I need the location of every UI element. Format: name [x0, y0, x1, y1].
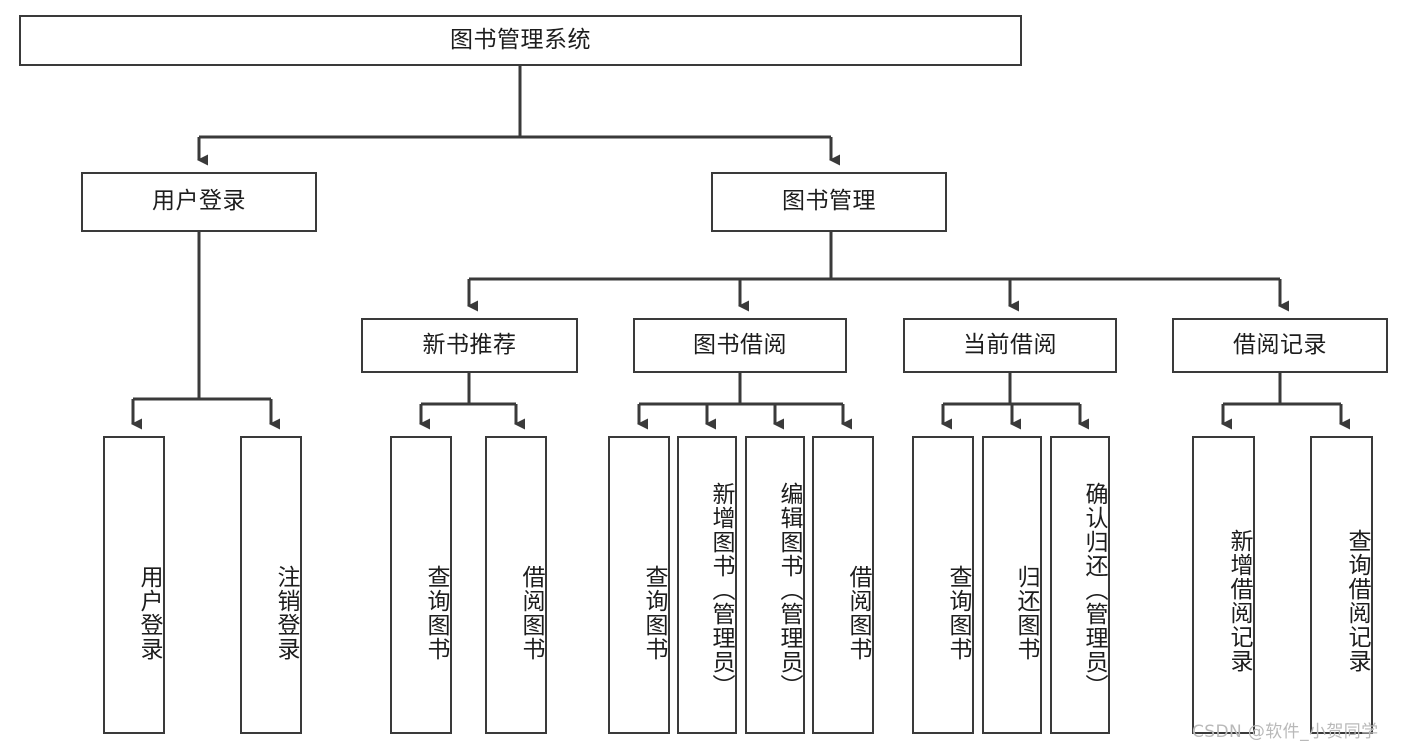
node-label: 查询图书 — [945, 565, 971, 661]
node-label: 借阅图书 — [518, 565, 544, 661]
node-label: 图书管理 — [782, 188, 876, 215]
node-user-login[interactable]: 用户登录 — [81, 172, 317, 232]
leaf-current-borrow-query-book[interactable]: 查询图书 — [912, 436, 974, 734]
node-new-book-recommend[interactable]: 新书推荐 — [361, 318, 578, 373]
node-label: 借阅记录 — [1233, 331, 1327, 358]
node-label: 新增借阅记录 — [1226, 529, 1252, 673]
node-label: 确认归还（管理员） — [1081, 482, 1107, 698]
node-book-borrow[interactable]: 图书借阅 — [633, 318, 847, 373]
leaf-new-book-borrow-book[interactable]: 借阅图书 — [485, 436, 547, 734]
leaf-borrow-record-add-record[interactable]: 新增借阅记录 — [1192, 436, 1255, 734]
node-label: 新书推荐 — [422, 331, 517, 358]
node-current-borrow[interactable]: 当前借阅 — [903, 318, 1117, 373]
node-label: 图书管理系统 — [450, 26, 591, 53]
node-label: 注销登录 — [273, 565, 299, 661]
node-label: 查询图书 — [641, 565, 667, 661]
node-label: 归还图书 — [1013, 565, 1039, 661]
node-label: 查询图书 — [423, 565, 449, 661]
node-label: 编辑图书（管理员） — [776, 482, 802, 698]
csdn-watermark: CSDN @软件_小贺同学 — [1192, 722, 1379, 742]
node-label: 用户登录 — [152, 188, 246, 215]
leaf-book-borrow-edit-book-admin[interactable]: 编辑图书（管理员） — [745, 436, 805, 734]
node-label: 借阅图书 — [845, 565, 871, 661]
node-label: 查询借阅记录 — [1344, 529, 1370, 673]
node-book-management[interactable]: 图书管理 — [711, 172, 947, 232]
leaf-book-borrow-add-book-admin[interactable]: 新增图书（管理员） — [677, 436, 737, 734]
node-label: 图书借阅 — [693, 331, 787, 358]
leaf-current-borrow-confirm-return-admin[interactable]: 确认归还（管理员） — [1050, 436, 1110, 734]
leaf-user-login-login[interactable]: 用户登录 — [103, 436, 165, 734]
node-label: 当前借阅 — [963, 331, 1057, 358]
node-root-book-management-system[interactable]: 图书管理系统 — [19, 15, 1022, 66]
leaf-current-borrow-return-book[interactable]: 归还图书 — [982, 436, 1042, 734]
leaf-borrow-record-query-record[interactable]: 查询借阅记录 — [1310, 436, 1373, 734]
leaf-user-login-logout[interactable]: 注销登录 — [240, 436, 302, 734]
leaf-book-borrow-query-book[interactable]: 查询图书 — [608, 436, 670, 734]
leaf-book-borrow-borrow-book[interactable]: 借阅图书 — [812, 436, 874, 734]
leaf-new-book-query-book[interactable]: 查询图书 — [390, 436, 452, 734]
node-label: 新增图书（管理员） — [708, 482, 734, 698]
node-label: 用户登录 — [136, 565, 162, 661]
node-borrow-record[interactable]: 借阅记录 — [1172, 318, 1388, 373]
